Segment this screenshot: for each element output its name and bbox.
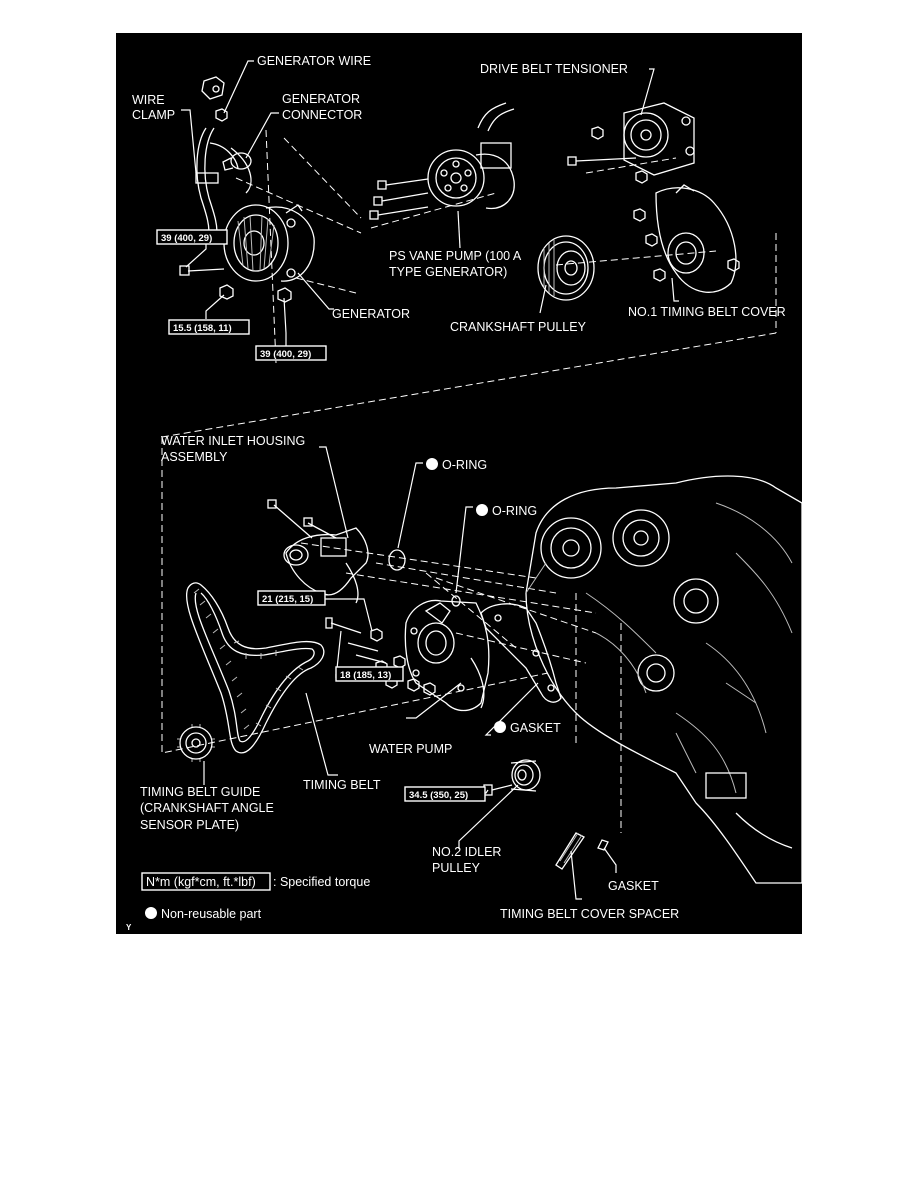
generator-wire-cap-icon — [201, 76, 225, 100]
crankshaft-pulley-icon — [537, 235, 595, 301]
torque-21: 21 (215, 15) — [262, 594, 313, 605]
label-gasket-2: GASKET — [608, 879, 659, 893]
label-wire-clamp-line1: WIRE — [132, 93, 165, 107]
engine-block-icon — [525, 475, 802, 884]
label-o-ring-1: O-RING — [442, 458, 487, 472]
legend-torque-box — [141, 872, 271, 891]
no2-idler-pulley-icon — [483, 759, 541, 796]
corner-mark: Y — [126, 923, 132, 932]
torque-15-5: 15.5 (158, 11) — [173, 323, 232, 334]
wire-harness-icon — [195, 127, 252, 239]
section-boundaries — [161, 129, 777, 833]
timing-belt-guide-icon — [177, 724, 215, 762]
torque-34-5: 34.5 (350, 25) — [409, 790, 468, 801]
label-no2-idler-pulley-line1: NO.2 IDLER — [432, 845, 501, 859]
small-gasket-icon — [597, 839, 609, 851]
water-pump-bolts-icon — [325, 617, 436, 696]
part-labels: GENERATOR WIRE DRIVE BELT TENSIONER WIRE… — [132, 54, 786, 921]
label-generator-connector-line1: GENERATOR — [282, 92, 360, 106]
label-water-pump: WATER PUMP — [369, 742, 452, 756]
label-water-inlet-housing-line2: ASSEMBLY — [161, 450, 228, 464]
label-no1-timing-belt-cover: NO.1 TIMING BELT COVER — [628, 305, 786, 319]
label-generator: GENERATOR — [332, 307, 410, 321]
water-pump-icon — [404, 599, 490, 712]
legend-non-reusable-dot-icon — [145, 907, 157, 919]
legend-torque-unit: N*m (kgf*cm, ft.*lbf) — [146, 875, 256, 889]
ps-vane-pump-icon — [369, 102, 515, 220]
label-ps-vane-pump-line1: PS VANE PUMP (100 A — [389, 249, 522, 263]
generator-bolts-icon — [179, 108, 292, 303]
generator-connector-icon — [222, 152, 252, 171]
o-ring-parts-icon — [388, 549, 461, 607]
leader-lines — [181, 60, 679, 900]
generator-icon — [223, 204, 315, 282]
torque-spec-boxes: 39 (400, 29) 15.5 (158, 11) 39 (400, 29)… — [156, 229, 486, 802]
timing-belt-icon — [186, 582, 325, 754]
non-reusable-dot-icon — [494, 721, 506, 733]
label-timing-belt-guide-line2: (CRANKSHAFT ANGLE — [140, 801, 274, 815]
non-reusable-markers — [426, 458, 506, 733]
label-timing-belt: TIMING BELT — [303, 778, 381, 792]
label-no2-idler-pulley-line2: PULLEY — [432, 861, 481, 875]
torque-39-a: 39 (400, 29) — [161, 233, 212, 244]
torque-39-b: 39 (400, 29) — [260, 349, 311, 360]
label-generator-connector-line2: CONNECTOR — [282, 108, 362, 122]
label-water-inlet-housing-line1: WATER INLET HOUSING — [161, 434, 305, 448]
label-timing-belt-guide-line1: TIMING BELT GUIDE — [140, 785, 260, 799]
label-wire-clamp-line2: CLAMP — [132, 108, 175, 122]
legend-non-reusable-text: Non-reusable part — [161, 907, 262, 921]
legend: N*m (kgf*cm, ft.*lbf) : Specified torque… — [126, 872, 370, 932]
non-reusable-dot-icon — [476, 504, 488, 516]
label-generator-wire: GENERATOR WIRE — [257, 54, 371, 68]
timing-belt-cover-spacer-icon — [555, 832, 585, 870]
diagram-panel: 39 (400, 29) 15.5 (158, 11) 39 (400, 29)… — [116, 33, 802, 934]
label-timing-belt-guide-line3: SENSOR PLATE) — [140, 818, 239, 832]
label-gasket-1: GASKET — [510, 721, 561, 735]
label-crankshaft-pulley: CRANKSHAFT PULLEY — [450, 320, 587, 334]
drive-belt-tensioner-icon — [567, 102, 695, 184]
non-reusable-dot-icon — [426, 458, 438, 470]
water-inlet-housing-icon — [267, 499, 369, 604]
exploded-view-diagram: 39 (400, 29) 15.5 (158, 11) 39 (400, 29)… — [126, 54, 802, 932]
torque-18: 18 (185, 13) — [340, 670, 391, 681]
no1-timing-belt-cover-icon — [633, 184, 740, 293]
label-timing-belt-cover-spacer: TIMING BELT COVER SPACER — [500, 907, 679, 921]
water-pump-gasket-icon — [480, 603, 562, 703]
label-o-ring-2: O-RING — [492, 504, 537, 518]
legend-torque-text: : Specified torque — [273, 875, 370, 889]
label-ps-vane-pump-line2: TYPE GENERATOR) — [389, 265, 507, 279]
label-drive-belt-tensioner: DRIVE BELT TENSIONER — [480, 62, 628, 76]
